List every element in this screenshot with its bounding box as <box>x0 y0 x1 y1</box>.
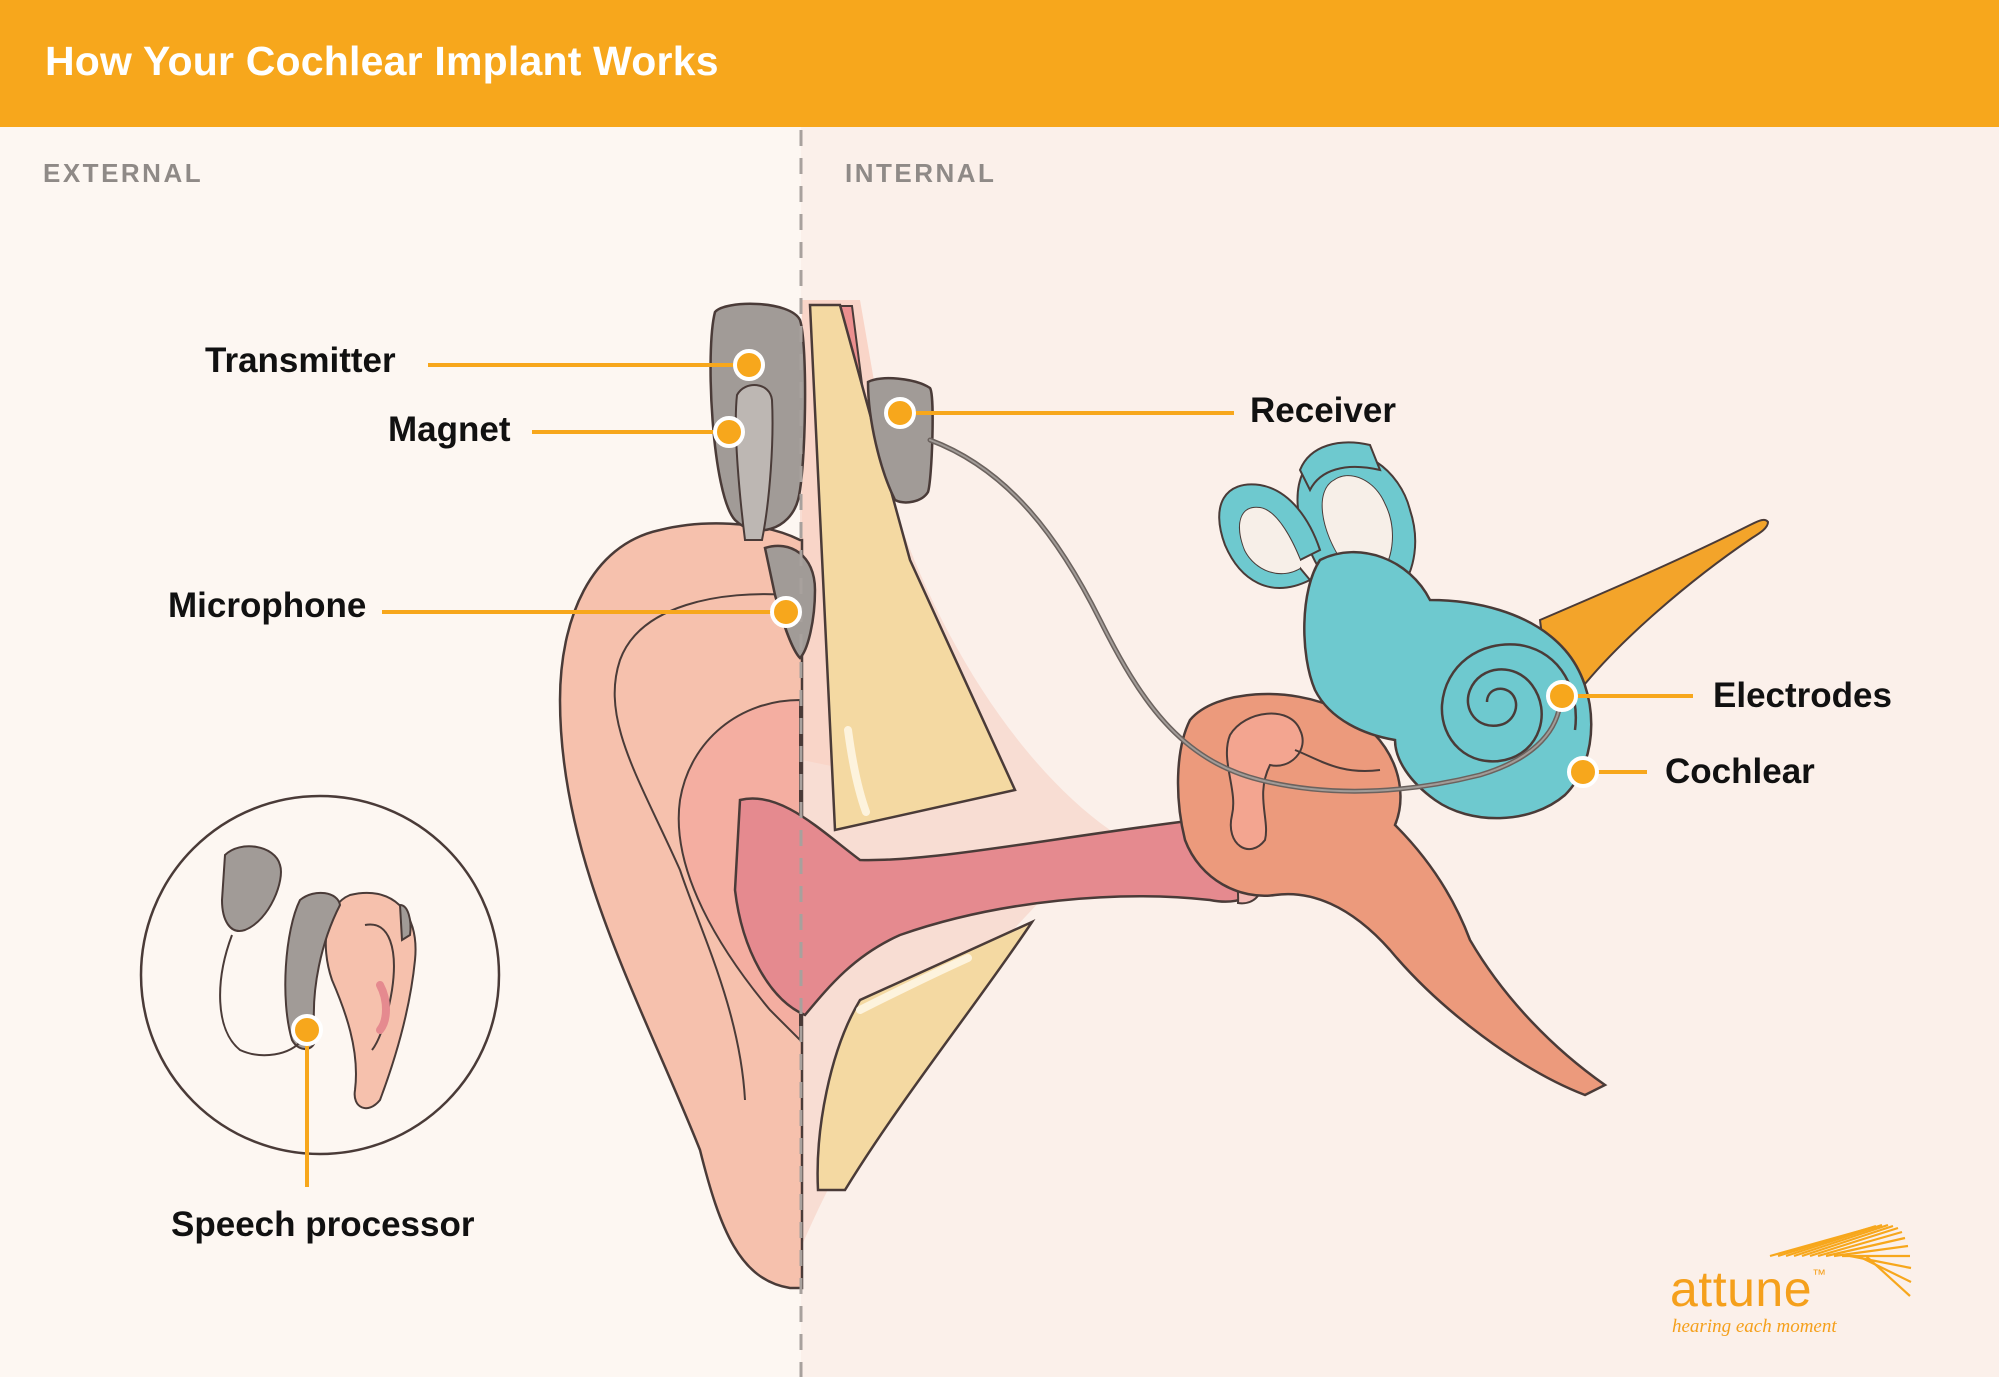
receiver-label: Receiver <box>1250 391 1396 430</box>
inset-ear <box>324 891 417 1110</box>
inset-hook <box>398 903 412 942</box>
cochlea <box>1303 550 1593 820</box>
bone-highlight-lower <box>856 954 972 1014</box>
logo-word: attune <box>1670 1261 1813 1317</box>
inset-cable <box>219 934 303 1057</box>
speech-processor-label: Speech processor <box>171 1205 475 1244</box>
canal-hole-left <box>1240 507 1300 574</box>
logo-wordmark: attune™ <box>1670 1260 1827 1318</box>
magnet-device <box>734 384 774 541</box>
temporal-bone-upper <box>808 303 1017 832</box>
inset-ear-fold <box>364 923 395 1051</box>
ossicles <box>1225 712 1304 851</box>
attune-logo: attune™ hearing each moment <box>1670 1210 1940 1340</box>
microphone-label: Microphone <box>168 586 367 625</box>
logo-rays-icon <box>1769 1223 1912 1297</box>
semicircular-canal-arc <box>1298 441 1382 493</box>
receiver-dot <box>884 397 916 429</box>
ear-helix-fold <box>613 593 791 1101</box>
cochlear-dot <box>1567 756 1599 788</box>
logo-tagline: hearing each moment <box>1672 1316 1837 1337</box>
electrodes-label: Electrodes <box>1713 676 1892 715</box>
magnet-dot <box>713 416 745 448</box>
cochlea-spiral <box>1440 643 1578 763</box>
electrodes-dot <box>1546 680 1578 712</box>
transmitter-dot <box>733 349 765 381</box>
stapes <box>1294 749 1381 772</box>
transmitter-label: Transmitter <box>205 341 396 380</box>
cochlear-label: Cochlear <box>1665 752 1815 791</box>
inset-transmitter <box>220 845 282 932</box>
speech-processor-inset <box>139 794 501 1156</box>
external-section-label: EXTERNAL <box>43 158 204 188</box>
speech-processor-dot <box>291 1014 323 1046</box>
internal-section-label: INTERNAL <box>845 158 997 188</box>
logo-trademark: ™ <box>1812 1266 1827 1282</box>
inset-ear-canal <box>376 981 390 1034</box>
bone-highlight <box>844 726 870 816</box>
temporal-bone-lower <box>816 919 1036 1192</box>
microphone-dot <box>770 596 802 628</box>
title-bar: How Your Cochlear Implant Works <box>0 0 1999 127</box>
page-title: How Your Cochlear Implant Works <box>45 38 719 84</box>
canal-hole-upper <box>1322 476 1392 575</box>
callout-dots <box>291 349 1599 1046</box>
callout-leaders <box>305 363 1693 1187</box>
electrode-lead-inner <box>929 439 1561 793</box>
receiver-device <box>866 376 934 504</box>
magnet-label: Magnet <box>388 410 511 449</box>
